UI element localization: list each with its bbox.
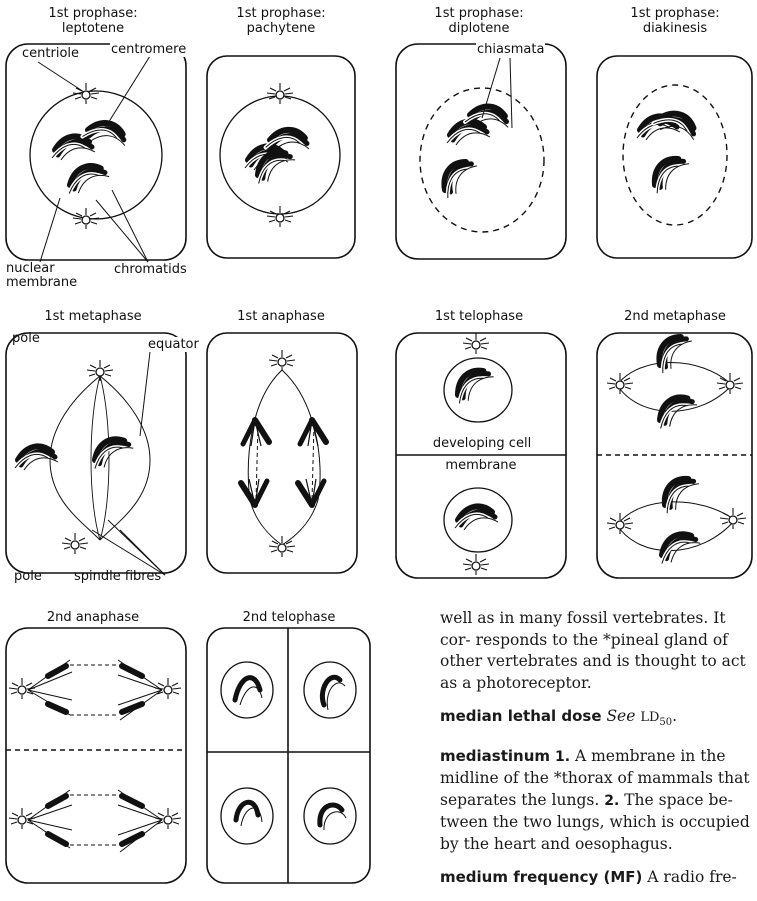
anaphase1-panel <box>207 333 357 573</box>
entry-median-lethal-dose: median lethal dose See LD50. <box>440 706 750 734</box>
anaphase1-title: 1st anaphase <box>206 309 356 324</box>
continuation-paragraph: well as in many fossil vertebrates. It c… <box>440 608 750 694</box>
metaphase2-title: 2nd metaphase <box>600 309 750 324</box>
centriole-label: centriole <box>22 46 79 61</box>
telophase1-panel <box>396 333 566 578</box>
diplotene-title: 1st prophase:diplotene <box>404 6 554 36</box>
entry-mediastinum: mediastinum 1. A membrane in the midline… <box>440 746 750 856</box>
see-reference: See <box>606 707 635 725</box>
centromere-label: centromere <box>110 42 187 57</box>
pole-top-label: pole <box>12 331 40 346</box>
pachytene-panel <box>207 56 355 258</box>
chromatids-label: chromatids <box>114 262 187 277</box>
telophase2-title: 2nd telophase <box>214 610 364 625</box>
developing-cell-membrane-label: membrane <box>410 458 552 473</box>
diakinesis-title: 1st prophase:diakinesis <box>600 6 750 36</box>
metaphase2-panel <box>597 329 752 578</box>
cross-reference-subscript: 50 <box>659 717 672 728</box>
telophase1-title: 1st telophase <box>404 309 554 324</box>
dictionary-text: well as in many fossil vertebrates. It c… <box>440 608 750 901</box>
cross-reference: LD <box>640 710 659 725</box>
headword: medium frequency (MF) <box>440 868 642 886</box>
pachytene-title: 1st prophase:pachytene <box>206 6 356 36</box>
chiasmata-label: chiasmata <box>476 42 545 57</box>
equator-label: equator <box>147 337 200 352</box>
pole-bottom-label: pole <box>14 569 42 584</box>
developing-cell-label: developing cell <box>410 436 554 451</box>
spindle-fibres-label: spindle fibres <box>74 569 161 584</box>
anaphase2-title: 2nd anaphase <box>18 610 168 625</box>
diplotene-panel <box>396 44 566 259</box>
leptotene-title: 1st prophase:leptotene <box>18 6 168 36</box>
leptotene-panel <box>6 44 186 262</box>
sense-number: 2. <box>604 793 619 809</box>
metaphase1-title: 1st metaphase <box>18 309 168 324</box>
metaphase1-panel <box>6 333 186 575</box>
headword: mediastinum <box>440 747 550 765</box>
diakinesis-panel <box>597 56 752 258</box>
headword: median lethal dose <box>440 707 602 725</box>
entry-medium-frequency: medium frequency (MF) A radio fre- <box>440 867 750 889</box>
sense-number: 1. <box>555 749 570 765</box>
anaphase2-panel <box>6 628 186 883</box>
telophase2-panel <box>207 628 370 883</box>
entry-body: A radio fre- <box>647 868 736 886</box>
